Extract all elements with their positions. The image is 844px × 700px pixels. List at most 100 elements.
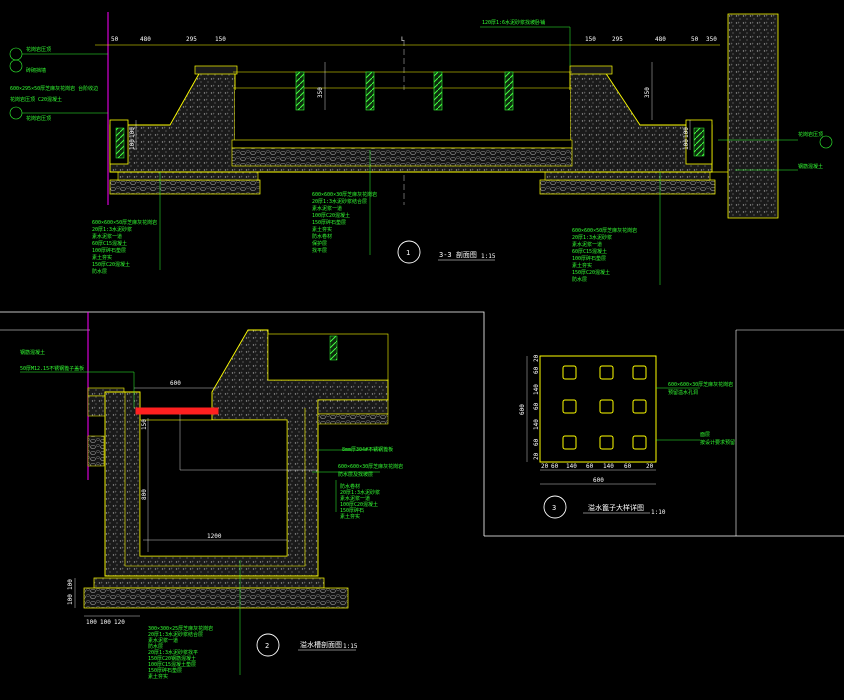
section-1-bottom-note: 找平层 [312,247,327,254]
section-3-side-dim: 600 [519,404,526,415]
section-1-title-block: 1 3-3 剖面图 1:15 [406,249,496,260]
section-1-bottom-note: 100厚碎石垫层 [572,255,606,262]
section-1-dim: 480 [655,36,666,43]
section-2-top-callout: 50厚M12.15不锈钢篦子盖板 [20,365,84,372]
section-2-right-note: 20厚1:3水泥砂浆 [340,489,380,496]
section-1-bottom-note: 20厚1:3水泥砂浆 [572,234,612,241]
section-3-number-circle [543,495,567,519]
section-3-callout: 600×600×30厚芝麻灰花岗岩 [668,381,733,388]
section-1-dim: 350 [706,36,717,43]
section-1-right-callout: 钢筋混凝土 [798,163,823,170]
section-2-right-callout: 8mm厚304#不锈钢篦板 [342,446,393,453]
section-1-dim: 150 [585,36,596,43]
section-3-overall-dim: 600 [593,477,604,484]
section-2-bottom-note: 防水层 [148,643,163,650]
section-2-dim-v1: 150 [141,419,148,430]
section-1-bottom-note: 150厚C20混凝土 [572,269,610,276]
section-3-title: 溢水篦子大样详图 [588,503,644,512]
section-3-row-dim: 20 [533,452,540,460]
section-1-drawing [95,12,798,285]
section-1-left-callout: 花岗岩压顶 [26,46,51,53]
section-3-row-dim: 60 [533,438,540,446]
section-2-bottom-note: 素水泥浆一道 [148,637,178,644]
section-1-bottom-notes-left: 600×600×50厚芝麻灰花岗岩 20厚1:3水泥砂浆 素水泥浆一道 60厚C… [92,219,157,275]
section-2-bottom-note: 20厚1:3水泥砂浆结合层 [148,631,203,638]
section-1-bottom-note: 20厚1:3水泥砂浆结合层 [312,198,367,205]
section-3-drawing [526,355,700,519]
section-1-dim: 150 [215,36,226,43]
section-2-scale: 1:15 [343,643,358,650]
section-3-callout: 预留溢水孔洞 [668,389,698,396]
section-2-bottom-note: 300×300×25厚芝麻灰花岗岩 [148,625,213,632]
grate-cover-highlight [135,407,219,415]
section-2-title-block: 2 溢水槽剖面图 1:15 [265,640,358,650]
section-2-dim-bottom: 120 [114,619,125,626]
section-1-dim: 480 [140,36,151,43]
section-1-height-dim: 350 [644,87,651,98]
section-1-left-callouts: 花岗岩压顶 砖砌挡墙 600×295×50厚芝麻灰花岗岩 台阶收边 花岗岩压顶 … [9,46,108,122]
section-1-left-callout: 600×295×50厚芝麻灰花岗岩 台阶收边 [10,85,98,92]
section-1-left-callout: 花岗岩压顶 C20混凝土 [10,96,62,103]
section-1-right-callout: 花岗岩压顶 [798,131,823,138]
section-1-bottom-note: 600×600×50厚芝麻灰花岗岩 [572,227,637,234]
section-2-dim-bottom: 100 [86,619,97,626]
section-3-title-block: 3 溢水篦子大样详图 1:10 [552,503,666,516]
section-1-bottom-note: 素水泥浆一道 [312,205,342,212]
section-3-col-dim: 60 [586,463,594,470]
section-1-bottom-notes-center: 600×600×30厚芝麻灰花岗岩 20厚1:3水泥砂浆结合层 素水泥浆一道 1… [312,191,377,254]
section-1-left-dim: 100 [129,139,136,150]
section-2-drawing [20,312,389,675]
section-1-dim: L [401,36,405,43]
section-3-dims: 20 60 140 60 140 60 20 600 20 60 140 60 … [519,354,654,484]
section-1-left-callout: 花岗岩压顶 [26,115,51,122]
section-2-bottom-note: 150厚C20钢筋混凝土 [148,655,196,662]
section-3-callout: 按设计要求预留 [700,439,735,446]
section-1-bottom-note: 150厚C20混凝土 [92,261,130,268]
section-2-right-callout: 防水层及找坡层 [338,471,373,478]
section-3-row-dim: 140 [533,419,540,430]
section-3-callout: 面层 [700,432,710,438]
section-1-dim: 50 [691,36,699,43]
section-1-bottom-note: 100厚C20混凝土 [312,212,350,219]
section-2-right-note: 素水泥浆一道 [340,495,370,502]
section-3-col-dim: 60 [624,463,632,470]
section-1-bottom-note: 100厚碎石垫层 [92,247,126,254]
section-2-dim-left: 100 [67,594,74,605]
section-1-bottom-note: 保护层 [312,240,327,247]
section-1-bottom-note: 防水层 [572,276,587,283]
section-1-right-callouts: 花岗岩压顶 钢筋混凝土 [798,131,833,170]
section-1-dim: 295 [612,36,623,43]
section-3-row-dim: 60 [533,366,540,374]
section-1-height-dim: 350 [317,87,324,98]
section-3-col-dim: 20 [541,463,549,470]
section-2-title: 溢水槽剖面图 [300,640,342,649]
section-1-dim: 295 [186,36,197,43]
section-1-bottom-note: 素水泥浆一道 [572,241,602,248]
section-2-dim-v2: 800 [141,489,148,500]
section-1-bottom-note: 60厚C15混凝土 [92,240,127,247]
section-1-bottom-note: 素水泥浆一道 [92,233,122,240]
section-3-col-dim: 140 [566,463,577,470]
section-1-number: 1 [406,249,410,257]
section-1-scale: 1:15 [481,253,496,260]
section-1-bottom-note: 150厚碎石垫层 [312,219,346,226]
section-1-dim: 50 [111,36,119,43]
section-1-top-dims: 50 480 295 150 L 150 295 480 50 350 120厚… [111,19,717,150]
section-1-right-dim: 100 [683,139,690,150]
section-1-bottom-note: 素土夯实 [92,254,112,261]
section-3-scale: 1:10 [651,509,666,516]
section-1-bottom-note: 素土夯实 [572,262,592,269]
section-2-right-callouts: 8mm厚304#不锈钢篦板 600×600×30厚芝麻灰花岗岩 防水层及找坡层 … [338,446,403,520]
section-2-number: 2 [265,642,269,650]
section-2-dim-inner-width: 1200 [207,533,222,540]
section-2-right-note: 100厚C20混凝土 [340,501,378,508]
section-1-bottom-notes-right: 600×600×50厚芝麻灰花岗岩 20厚1:3水泥砂浆 素水泥浆一道 60厚C… [572,227,637,283]
section-2-right-note: 150厚碎石 [340,507,364,514]
section-2-right-note: 防水卷材 [340,483,360,490]
section-2-bottom-note: 素土夯实 [148,673,168,680]
section-2-dim-top: 600 [170,380,181,387]
section-2-top-left-label: 钢筋混凝土 [20,349,45,356]
drawing-frames [0,311,844,537]
section-3-col-dim: 60 [551,463,559,470]
